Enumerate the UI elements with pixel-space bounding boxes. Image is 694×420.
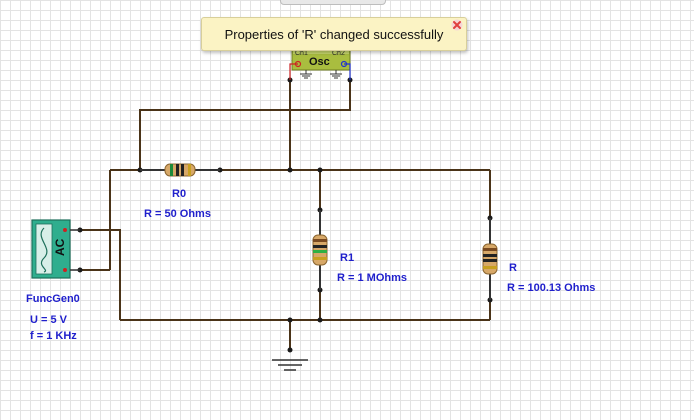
generator-face-label: AC (53, 238, 67, 256)
resistor-r[interactable] (482, 218, 498, 300)
r1-value-label: R = 1 MOhms (337, 272, 407, 284)
notification-toast: Properties of 'R' changed successfully (201, 17, 467, 51)
osc-name-label: Osc0 (364, 48, 391, 54)
junction-dots (77, 77, 493, 353)
r0-name-label: R0 (172, 188, 187, 200)
generator-name-label: FuncGen0 (26, 293, 80, 305)
r-name-label: R (509, 262, 517, 274)
notification-message: Properties of 'R' changed successfully (224, 27, 444, 42)
generator-voltage-label: U = 5 V (30, 314, 67, 326)
osc-ch2-label: Ch2 (332, 50, 345, 57)
wire-gen-top (80, 229, 121, 320)
function-generator[interactable] (31, 219, 80, 279)
wire-ch2-probe (139, 80, 351, 170)
osc-face-label: Osc (309, 56, 330, 68)
resistor-r0[interactable] (140, 163, 220, 177)
generator-frequency-label: f = 1 KHz (30, 330, 77, 342)
ground-icon[interactable] (272, 359, 308, 371)
oscilloscope[interactable] (289, 48, 351, 80)
r1-name-label: R1 (340, 252, 355, 264)
close-x-icon[interactable] (451, 19, 463, 31)
osc-ch1-label: Ch1 (295, 50, 308, 57)
wires (80, 80, 491, 350)
r-value-label: R = 100.13 Ohms (507, 282, 596, 294)
resistor-r1[interactable] (312, 210, 328, 290)
top-toolbar-tab[interactable] (280, 0, 386, 5)
r0-value-label: R = 50 Ohms (144, 208, 211, 220)
